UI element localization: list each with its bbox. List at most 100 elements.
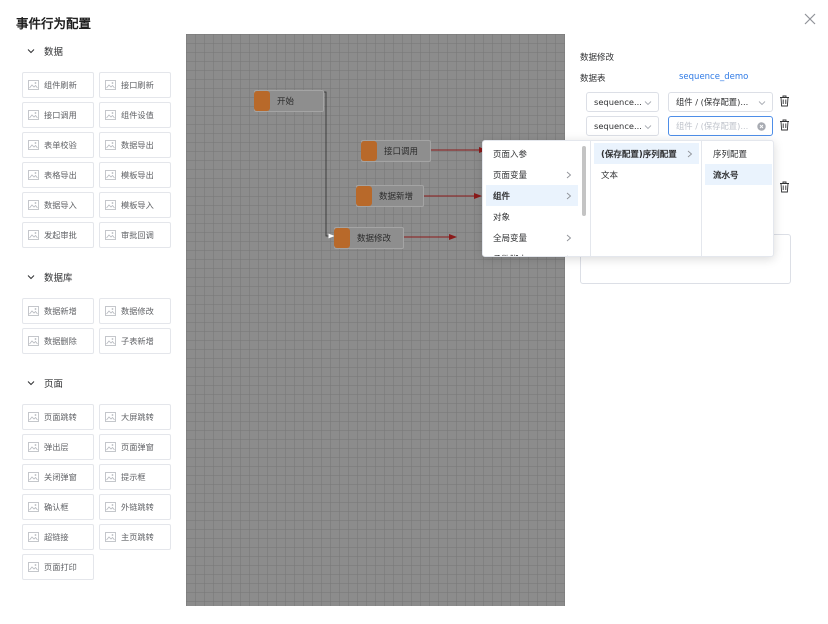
component-button-label: 表单校验 (44, 140, 77, 150)
value-select-value: 组件 / (保存配置)... (676, 97, 749, 107)
component-button[interactable]: 表单校验 (22, 132, 94, 158)
cascader-option-label: (保存配置)序列配置 (601, 149, 677, 160)
flow-canvas[interactable]: 开始 接口调用 数据新增 数据修改 (186, 34, 565, 606)
component-button[interactable]: 数据新增 (22, 298, 94, 324)
connector-start (324, 91, 335, 239)
cascader-option[interactable]: 函数脚本 (486, 248, 578, 257)
component-button[interactable]: 页面打印 (22, 554, 94, 580)
image-icon (28, 80, 39, 90)
component-button[interactable]: 发起审批 (22, 222, 94, 248)
component-button[interactable]: 接口刷新 (99, 72, 171, 98)
component-button-label: 组件刷新 (44, 80, 77, 90)
group-header[interactable]: 数据 (26, 43, 63, 59)
image-icon (105, 230, 116, 240)
component-button[interactable]: 模板导出 (99, 162, 171, 188)
chevron-down-icon (27, 275, 35, 280)
image-icon (105, 442, 116, 452)
image-icon (105, 80, 116, 90)
flow-node-api-call[interactable]: 接口调用 (361, 140, 431, 162)
flow-node-start[interactable]: 开始 (254, 90, 324, 112)
component-button[interactable]: 外链跳转 (99, 494, 171, 520)
component-button[interactable]: 关闭弹窗 (22, 464, 94, 490)
component-button[interactable]: 弹出层 (22, 434, 94, 460)
close-icon[interactable] (802, 11, 818, 27)
component-button[interactable]: 审批回调 (99, 222, 171, 248)
image-icon (105, 502, 116, 512)
image-icon (28, 306, 39, 316)
field-select-value: sequence... (594, 121, 642, 131)
component-button-label: 确认框 (44, 502, 69, 512)
component-button[interactable]: 确认框 (22, 494, 94, 520)
cascader-option[interactable]: 序列配置 (705, 143, 772, 164)
component-button-label: 提示框 (121, 472, 146, 482)
component-button[interactable]: 数据修改 (99, 298, 171, 324)
cascader-option[interactable]: 页面入参 (486, 143, 578, 164)
cascader-level1: 页面入参页面变量组件对象全局变量函数脚本 (483, 141, 591, 257)
flow-node-label: 数据修改 (357, 234, 392, 244)
component-button[interactable]: 子表新增 (99, 328, 171, 354)
component-button[interactable]: 提示框 (99, 464, 171, 490)
cascader-option-label: 函数脚本 (493, 253, 527, 257)
component-button-label: 页面打印 (44, 562, 77, 572)
trash-icon[interactable] (779, 95, 790, 107)
image-icon (28, 502, 39, 512)
component-button-label: 审批回调 (121, 230, 154, 240)
image-icon (105, 170, 116, 180)
component-button[interactable]: 页面跳转 (22, 404, 94, 430)
component-button[interactable]: 大屏跳转 (99, 404, 171, 430)
component-button[interactable]: 页面弹窗 (99, 434, 171, 460)
component-button[interactable]: 组件设值 (99, 102, 171, 128)
cascader-option[interactable]: 页面变量 (486, 164, 578, 185)
image-icon (105, 306, 116, 316)
table-value-link[interactable]: sequence_demo (679, 72, 749, 82)
trash-icon[interactable] (779, 181, 790, 193)
group-header[interactable]: 页面 (26, 375, 63, 391)
trash-icon[interactable] (779, 119, 790, 131)
component-button-label: 外链跳转 (121, 502, 154, 512)
value-select-2[interactable]: 组件 / (保存配置)... (668, 116, 773, 136)
cascader-option-label: 组件 (493, 191, 511, 202)
cascader-option[interactable]: 文本 (594, 164, 699, 185)
component-button[interactable]: 数据导出 (99, 132, 171, 158)
field-select-2[interactable]: sequence... (586, 116, 659, 136)
component-button-label: 页面跳转 (44, 412, 77, 422)
group-header[interactable]: 数据库 (26, 269, 73, 285)
dialog-title: 事件行为配置 (16, 16, 92, 31)
field-select-1[interactable]: sequence... (586, 92, 659, 112)
cascader-option-label: 流水号 (713, 170, 739, 181)
cascader-option[interactable]: 组件 (486, 185, 578, 206)
cascader-option[interactable]: 对象 (486, 206, 578, 227)
cascader-option[interactable]: 全局变量 (486, 227, 578, 248)
value-select-1[interactable]: 组件 / (保存配置)... (668, 92, 773, 112)
flow-connectors (324, 91, 487, 240)
component-button[interactable]: 数据导入 (22, 192, 94, 218)
clear-icon[interactable] (757, 122, 766, 131)
group-title: 数据 (44, 47, 64, 58)
node-icon (334, 228, 350, 248)
component-button-label: 数据删除 (44, 336, 77, 346)
component-button[interactable]: 接口调用 (22, 102, 94, 128)
component-button[interactable]: 模板导入 (99, 192, 171, 218)
image-icon (28, 336, 39, 346)
component-button[interactable]: 数据删除 (22, 328, 94, 354)
cascader-level3: 序列配置流水号 (702, 141, 773, 256)
chevron-right-icon (566, 192, 572, 200)
flow-node-data-modify[interactable]: 数据修改 (334, 227, 404, 249)
component-button[interactable]: 组件刷新 (22, 72, 94, 98)
chevron-right-icon (687, 150, 693, 158)
component-button-label: 大屏跳转 (121, 412, 154, 422)
component-button-label: 主页跳转 (121, 532, 154, 542)
scrollbar[interactable] (582, 146, 586, 216)
image-icon (28, 412, 39, 422)
flow-node-data-add[interactable]: 数据新增 (356, 185, 424, 207)
component-button[interactable]: 超链接 (22, 524, 94, 550)
chevron-right-icon (566, 171, 572, 179)
component-button[interactable]: 主页跳转 (99, 524, 171, 550)
component-button-label: 页面弹窗 (121, 442, 154, 452)
cascader-option[interactable]: (保存配置)序列配置 (594, 143, 699, 164)
image-icon (105, 110, 116, 120)
cascader-option[interactable]: 流水号 (705, 164, 772, 185)
chevron-down-icon (644, 101, 652, 106)
component-button[interactable]: 表格导出 (22, 162, 94, 188)
